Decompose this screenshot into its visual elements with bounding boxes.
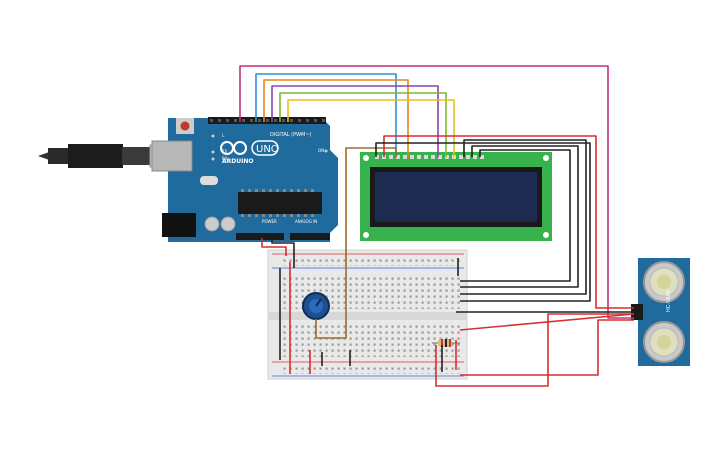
wire-purple[interactable] bbox=[271, 85, 439, 157]
tx-label: TX bbox=[221, 149, 227, 154]
wire-red-bottom[interactable] bbox=[460, 319, 634, 376]
arduino-uno-board[interactable]: DIGITAL (PWM~) ARDUINO UNO L TX RX ON bbox=[151, 117, 338, 242]
atmega-chip bbox=[238, 192, 322, 214]
power-jack bbox=[162, 213, 196, 237]
top-rail-holes bbox=[280, 256, 460, 266]
wire-black-lcd-1[interactable] bbox=[460, 139, 587, 295]
wire-green[interactable] bbox=[279, 92, 447, 157]
power-header bbox=[236, 233, 284, 240]
analog-header bbox=[290, 233, 330, 240]
capacitor-1 bbox=[204, 216, 220, 232]
wire-yellow[interactable] bbox=[287, 99, 455, 157]
model-label: UNO bbox=[256, 144, 279, 155]
wire-black-lcd-gnd[interactable] bbox=[375, 142, 591, 302]
power-label: POWER bbox=[262, 219, 277, 224]
arduino-logo: ARDUINO bbox=[220, 141, 253, 165]
capacitor-2 bbox=[220, 216, 236, 232]
breadboard-channel bbox=[268, 312, 467, 320]
lcd-screen bbox=[375, 172, 537, 222]
breadboard[interactable] bbox=[267, 249, 468, 380]
wire-orange[interactable] bbox=[263, 79, 409, 157]
analog-label: ANALOG IN bbox=[295, 219, 317, 224]
bottom-rail-holes bbox=[280, 364, 460, 374]
usb-jack bbox=[151, 140, 193, 172]
brand-label: ARDUINO bbox=[222, 158, 253, 165]
reset-button-cap[interactable] bbox=[180, 121, 190, 131]
potentiometer[interactable] bbox=[302, 292, 330, 320]
bottom-terminal-holes bbox=[280, 323, 460, 357]
wire-brown[interactable] bbox=[315, 147, 397, 339]
rx-label: RX bbox=[222, 156, 228, 161]
crystal bbox=[200, 176, 218, 185]
digital-label: DIGITAL (PWM~) bbox=[270, 132, 312, 138]
wire-black-lcd-3[interactable] bbox=[460, 149, 571, 282]
wire-blue[interactable] bbox=[255, 73, 397, 157]
wire-black-lcd-2[interactable] bbox=[460, 145, 579, 288]
wire-red-5v[interactable] bbox=[261, 238, 287, 256]
wire-black-gnd[interactable] bbox=[271, 238, 295, 268]
on-label: ON bbox=[318, 148, 324, 153]
lcd-16x2[interactable] bbox=[360, 152, 552, 241]
l-label: L bbox=[222, 133, 225, 138]
wires bbox=[239, 65, 635, 387]
ultrasonic-sensor[interactable]: HC-SR04 bbox=[631, 258, 690, 366]
wire-magenta[interactable] bbox=[239, 65, 634, 319]
sensor-model-label: HC-SR04 bbox=[666, 290, 672, 312]
wire-red-sensor-trig[interactable] bbox=[459, 313, 635, 331]
wire-red-resistor[interactable] bbox=[435, 313, 634, 387]
uno-badge bbox=[251, 140, 279, 156]
